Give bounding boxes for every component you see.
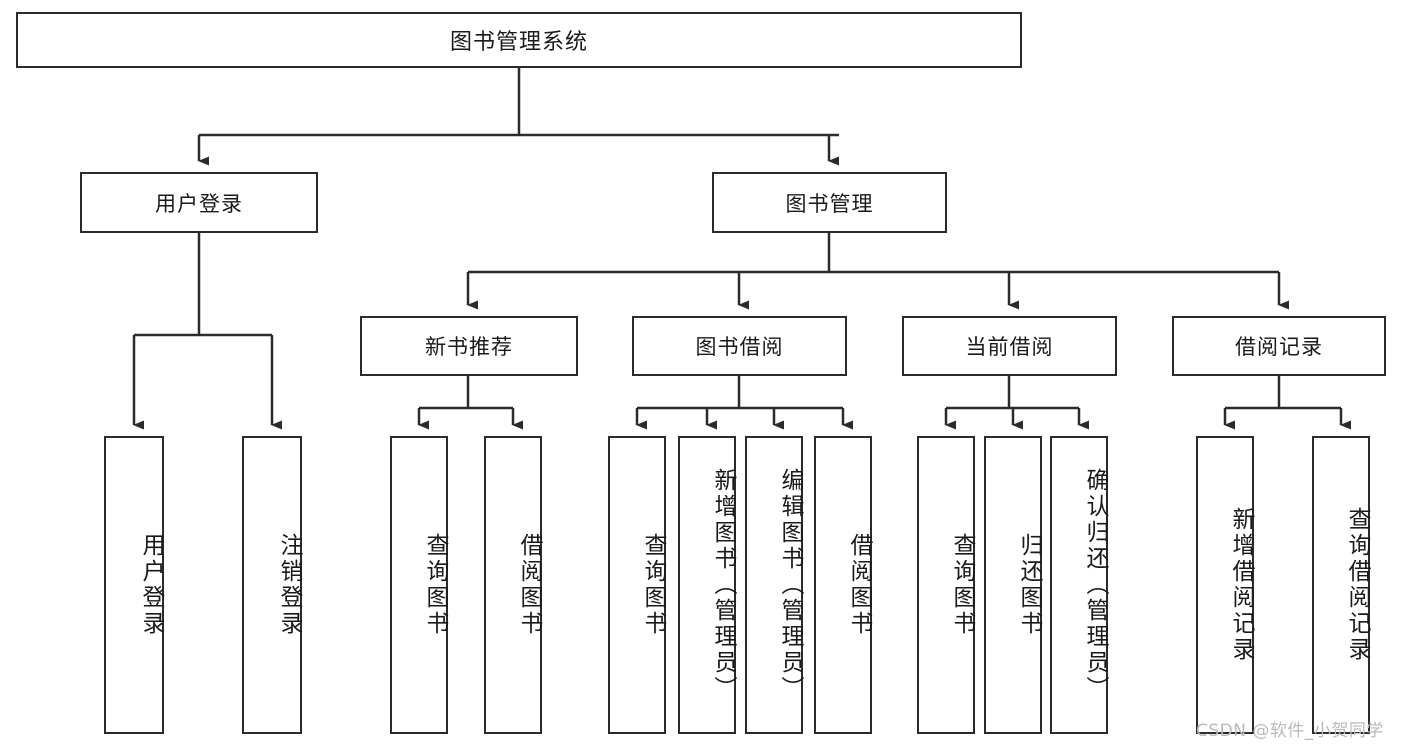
- node-current-borrow[interactable]: 当前借阅: [902, 316, 1117, 376]
- node-label: 借阅记录: [1235, 335, 1323, 359]
- node-user-login[interactable]: 用户登录: [80, 172, 318, 233]
- node-label: 归还图书: [1016, 533, 1042, 637]
- node-label: 图书管理: [785, 191, 874, 216]
- node-label: 借阅图书: [516, 533, 542, 637]
- node-leaf-add-book[interactable]: 新增图书（管理员）: [678, 436, 736, 734]
- node-label: 图书借阅: [695, 335, 784, 359]
- node-label: 用户登录: [138, 533, 164, 637]
- node-leaf-query-book-3[interactable]: 查询图书: [917, 436, 975, 734]
- node-leaf-return-book[interactable]: 归还图书: [984, 436, 1042, 734]
- node-label: 新增图书（管理员）: [710, 468, 736, 702]
- node-leaf-user-login[interactable]: 用户登录: [104, 436, 164, 734]
- node-leaf-logout[interactable]: 注销登录: [242, 436, 302, 734]
- node-label: 查询借阅记录: [1344, 507, 1370, 663]
- node-label: 新增借阅记录: [1228, 507, 1254, 663]
- node-label: 用户登录: [155, 191, 243, 216]
- node-leaf-confirm-return[interactable]: 确认归还（管理员）: [1050, 436, 1108, 734]
- node-label: 查询图书: [422, 533, 448, 637]
- node-book-borrow[interactable]: 图书借阅: [632, 316, 847, 376]
- node-leaf-edit-book[interactable]: 编辑图书（管理员）: [745, 436, 803, 734]
- node-label: 确认归还（管理员）: [1082, 468, 1108, 702]
- node-leaf-query-book-1[interactable]: 查询图书: [390, 436, 448, 734]
- node-book-management[interactable]: 图书管理: [712, 172, 947, 233]
- node-new-book-recommend[interactable]: 新书推荐: [360, 316, 578, 376]
- node-leaf-add-record[interactable]: 新增借阅记录: [1196, 436, 1254, 734]
- node-label: 查询图书: [949, 533, 975, 637]
- node-label: 图书管理系统: [449, 30, 588, 55]
- node-leaf-query-book-2[interactable]: 查询图书: [608, 436, 666, 734]
- node-root[interactable]: 图书管理系统: [16, 12, 1022, 68]
- node-label: 新书推荐: [425, 335, 513, 359]
- node-leaf-query-record[interactable]: 查询借阅记录: [1312, 436, 1370, 734]
- node-label: 查询图书: [640, 533, 666, 637]
- node-borrow-record[interactable]: 借阅记录: [1172, 316, 1386, 376]
- node-label: 注销登录: [276, 533, 302, 637]
- node-leaf-borrow-book-2[interactable]: 借阅图书: [814, 436, 872, 734]
- node-label: 借阅图书: [846, 533, 872, 637]
- node-leaf-borrow-book-1[interactable]: 借阅图书: [484, 436, 542, 734]
- node-label: 编辑图书（管理员）: [777, 468, 803, 702]
- node-label: 当前借阅: [965, 335, 1054, 359]
